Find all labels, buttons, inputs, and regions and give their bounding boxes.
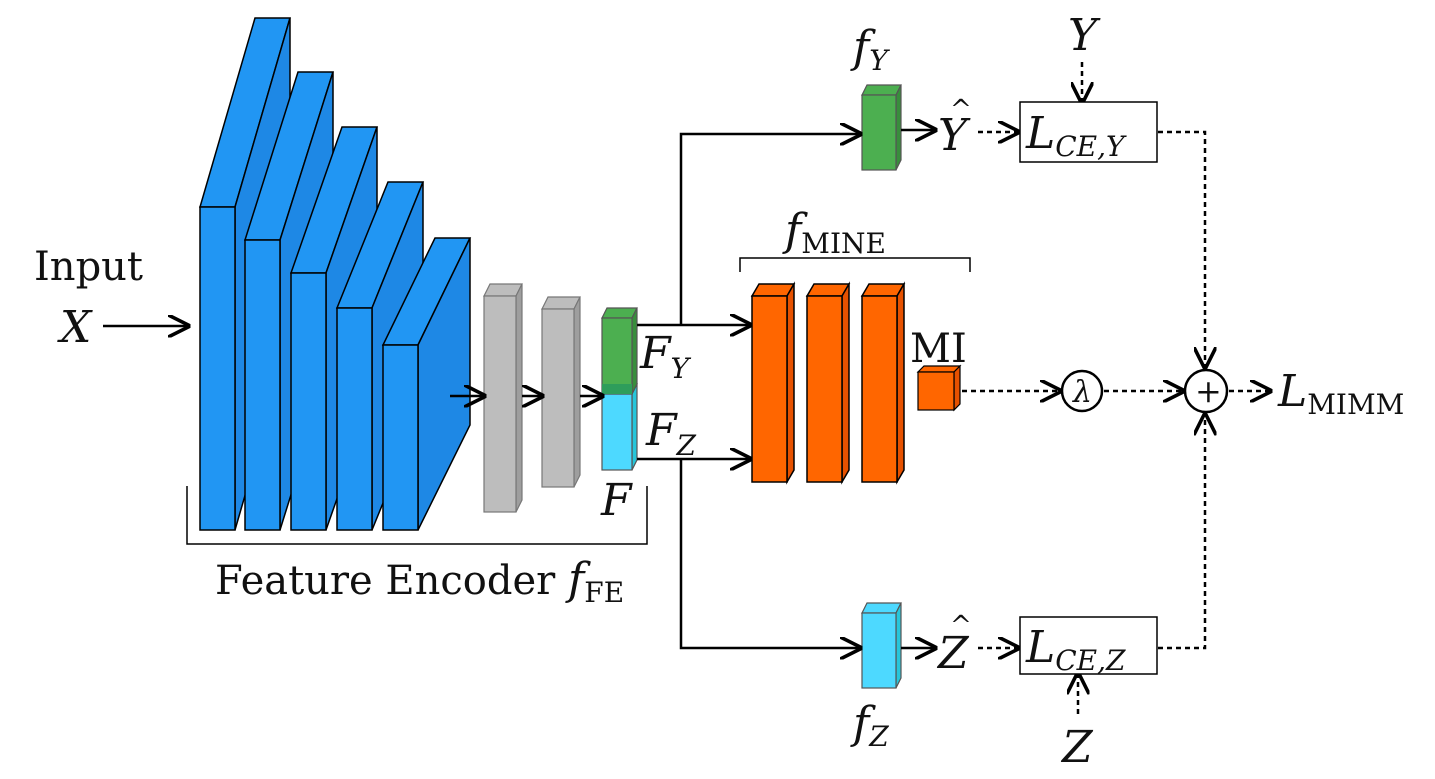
lambda-symbol: λ (1072, 375, 1092, 410)
input-variable: X (57, 302, 93, 353)
yhat-hat: ^ (950, 95, 972, 125)
z-target-label: Z (1060, 722, 1094, 773)
loss-z-label: LCE,Z (1025, 622, 1126, 677)
dash-lossz-to-sum (1158, 415, 1205, 650)
classifier-fy-label: fY (850, 22, 890, 77)
feature-fy-part (601, 317, 633, 395)
encoder-bracket (186, 486, 648, 545)
classifier-fz-label: fZ (850, 698, 889, 753)
mi-output-block (916, 364, 962, 412)
sum-node (1183, 368, 1229, 414)
mine-block-2 (805, 281, 851, 485)
arrow-fy-to-classifier (679, 134, 860, 325)
input-label: Input (34, 244, 143, 290)
zhat-hat: ^ (950, 611, 972, 641)
dash-lossy-to-sum (1158, 130, 1205, 367)
mine-block-1 (750, 281, 796, 485)
mine-block-3 (860, 281, 906, 485)
lambda-node (1060, 369, 1104, 413)
y-target-label: Y (1068, 10, 1101, 61)
feature-fy-label: FY (639, 328, 692, 385)
yhat-label: Y (938, 110, 971, 161)
loss-z-box (1019, 616, 1158, 675)
arrow-fz-to-classifier (679, 459, 860, 648)
classifier-fy-block (861, 84, 902, 171)
loss-y-label: LCE,Y (1025, 108, 1127, 163)
loss-y-box (1019, 101, 1158, 163)
feature-vector-f (601, 307, 638, 471)
mine-label: fMINE (782, 205, 886, 260)
loss-total-label: LMIMM (1277, 366, 1404, 421)
fc-block-1 (483, 283, 523, 513)
mi-label: MI (910, 326, 967, 372)
feature-f-label: F (600, 475, 633, 526)
feature-fz-label: FZ (645, 405, 697, 462)
zhat-label: Z (936, 628, 970, 679)
classifier-fz-block (861, 602, 902, 689)
sum-symbol: + (1195, 372, 1222, 410)
conv-block-5 (381, 237, 472, 531)
encoder-conv-blocks (199, 17, 472, 531)
encoder-label: Feature Encoder fFE (215, 554, 624, 609)
mine-bracket (739, 257, 971, 272)
fc-block-2 (541, 296, 581, 488)
feature-fz-part (601, 393, 633, 471)
